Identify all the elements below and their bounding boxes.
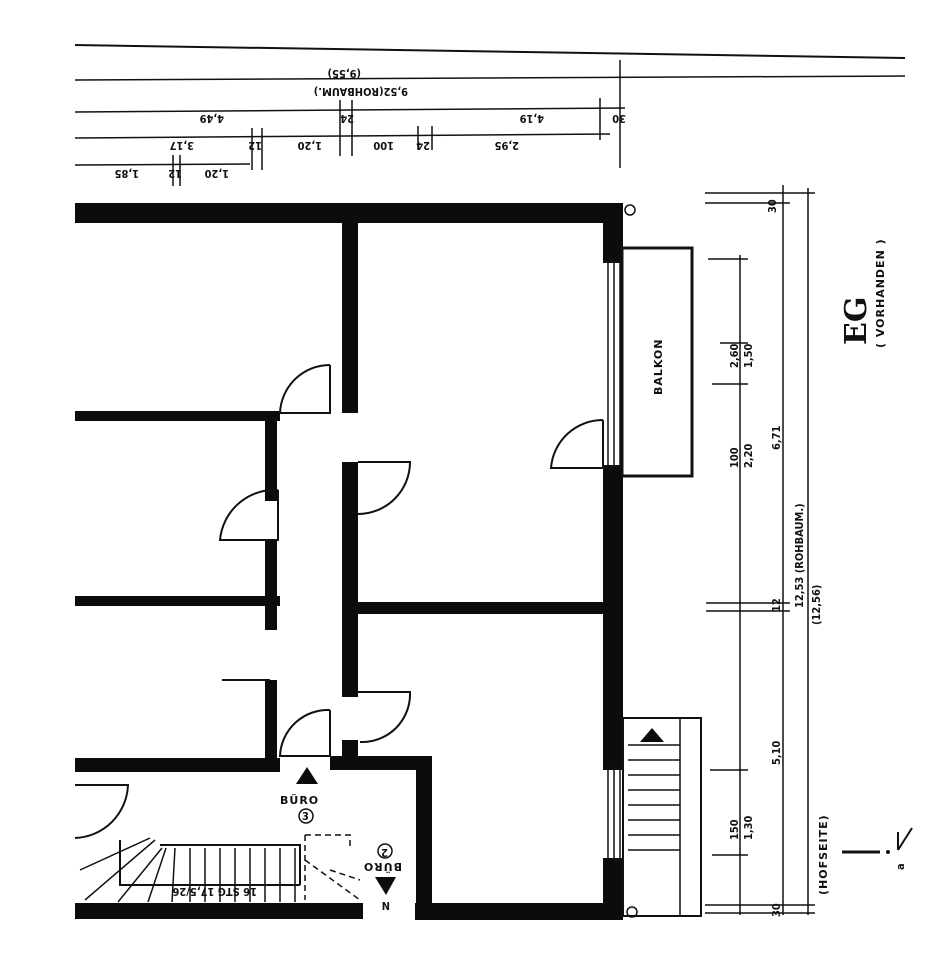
section-marker: a <box>842 827 913 870</box>
office-3-circle <box>298 808 314 824</box>
dim-1253: 12,53 (ROHBAUM.) <box>793 503 806 608</box>
dim-671: 6,71 <box>770 425 783 450</box>
dim-449: 4,49 <box>199 112 224 125</box>
dim-419: 4,19 <box>519 112 544 125</box>
dim-130: 1,30 <box>742 815 755 840</box>
dim-12a: 12 <box>248 139 262 152</box>
outside-stair <box>622 717 702 917</box>
window-balcony <box>607 261 621 467</box>
dim-total-outer: (9,55) <box>328 67 361 80</box>
floor-subtitle: ( VORHANDEN ) <box>874 238 887 348</box>
arrow-down-icon <box>375 877 396 895</box>
dim-220: 2,20 <box>742 443 755 468</box>
dim-24a: 24 <box>340 112 354 125</box>
dim-100: 100 <box>728 447 741 468</box>
dim-12b: 12 <box>168 167 182 180</box>
dim-1256: (12,56) <box>810 585 823 625</box>
balcony-outline <box>620 246 694 478</box>
dim-24b: 24 <box>416 139 430 152</box>
dim-317: 3,17 <box>169 139 194 152</box>
dim-30: 30 <box>612 112 626 125</box>
office-2-label: BÜRO <box>363 860 402 874</box>
dim-total-raw: 9,52(ROHBAUM.) <box>314 85 408 98</box>
office-2-number: 2 <box>381 846 388 859</box>
stair-label: 16 STG 17,5/26 <box>172 885 257 898</box>
doors <box>74 363 604 839</box>
balcony-label: BALKON <box>652 339 665 396</box>
north-letter: N <box>382 899 390 912</box>
dim-150b: 150 <box>728 819 741 840</box>
dim-510: 5,10 <box>770 740 783 765</box>
drainpipe-top <box>624 204 636 216</box>
section-letter: a <box>894 863 907 870</box>
office-3-label: BÜRO <box>280 793 319 807</box>
top-dimension-chain <box>74 60 906 186</box>
office-3-number: 3 <box>302 810 309 823</box>
dim-100: 100 <box>373 139 394 152</box>
dim-150a: 1,50 <box>742 343 755 368</box>
dim-30-top: 30 <box>766 199 779 213</box>
courtyard-label: (HOFSEITE) <box>817 814 830 895</box>
arrow-up-icon <box>296 767 318 784</box>
floor-title: EG <box>839 297 874 346</box>
border-line <box>74 44 906 59</box>
dim-12: 12 <box>770 598 783 612</box>
dim-185: 1,85 <box>114 167 139 180</box>
right-dimension-chain <box>705 185 815 915</box>
dim-120a: 1,20 <box>297 139 322 152</box>
interior-stair: 16 STG 17,5/26 <box>79 834 361 903</box>
dim-30-bottom: 30 <box>770 903 783 917</box>
walls <box>75 203 623 920</box>
dim-295: 2,95 <box>494 139 519 152</box>
office-2-circle <box>377 843 393 859</box>
dim-260: 2,60 <box>728 343 741 368</box>
dim-120b: 1,20 <box>204 167 229 180</box>
window-stair <box>607 767 621 861</box>
